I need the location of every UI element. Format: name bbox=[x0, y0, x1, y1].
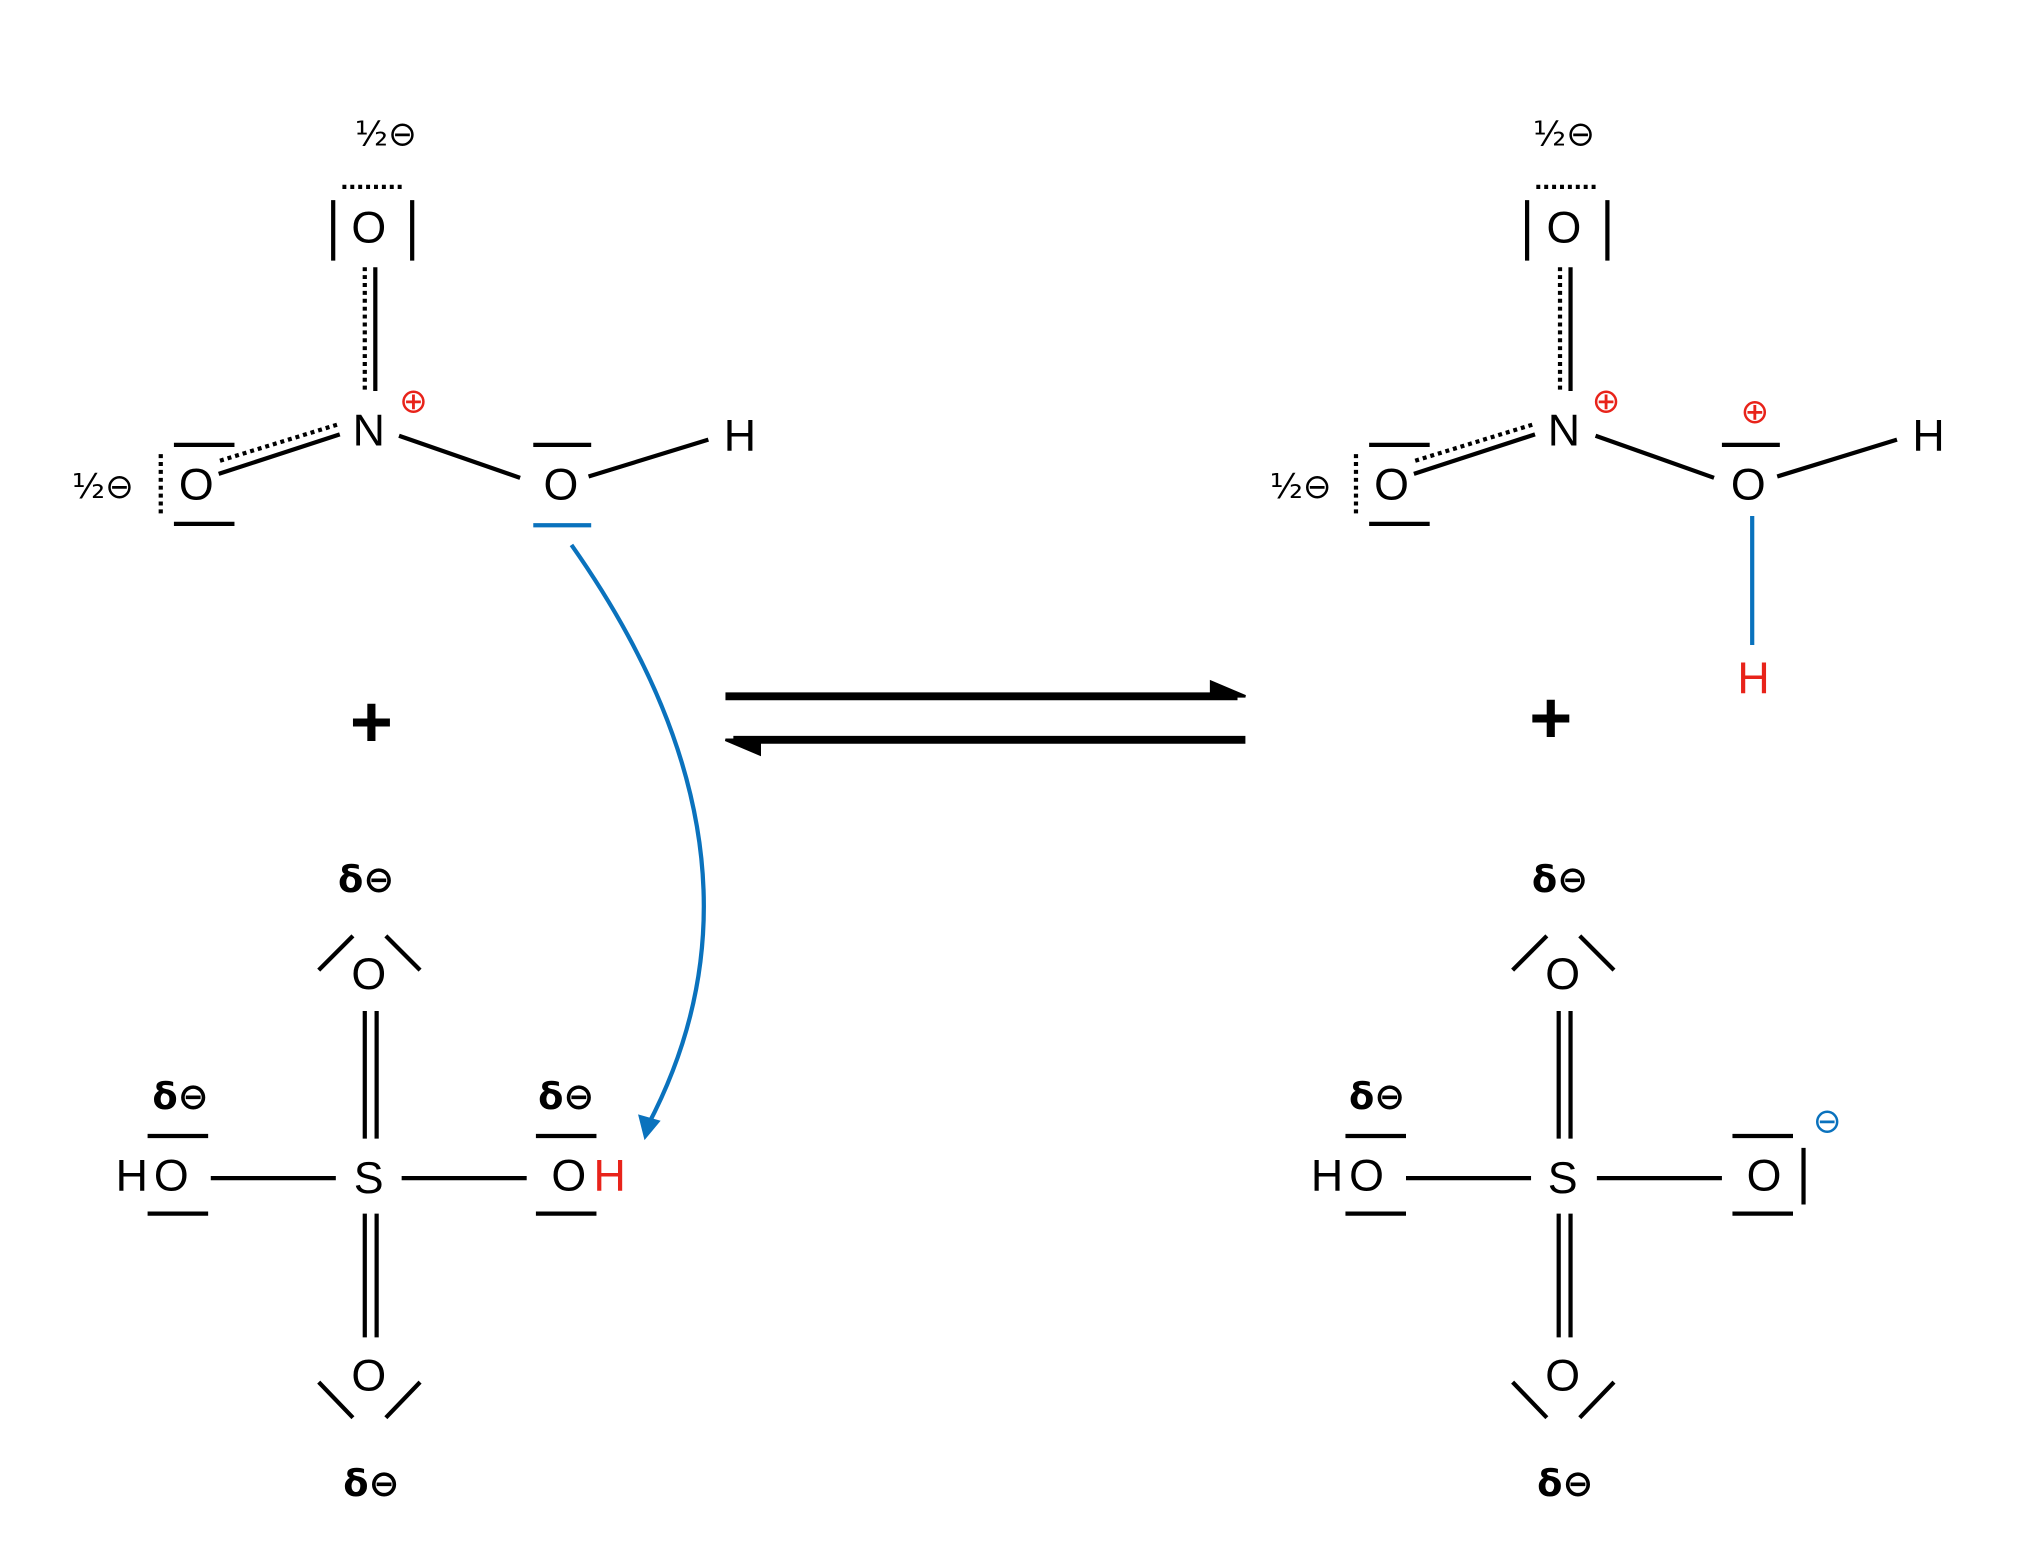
partial-negative-charge: δ⊖ bbox=[1537, 1462, 1593, 1505]
lone-pair bbox=[317, 934, 355, 972]
positive-charge: ⊕ bbox=[1592, 381, 1621, 421]
atom-s: S bbox=[354, 1153, 384, 1203]
atom-o-right: O bbox=[544, 459, 579, 509]
half-negative-charge: ½⊖ bbox=[1270, 467, 1332, 507]
positive-charge: ⊕ bbox=[399, 381, 428, 421]
lone-pair bbox=[384, 1380, 422, 1420]
lone-pair bbox=[1578, 934, 1616, 972]
lone-pair bbox=[1511, 1380, 1549, 1420]
partial-negative-charge: δ⊖ bbox=[343, 1462, 399, 1505]
new-h: H bbox=[1737, 653, 1769, 703]
atom-o-top: O bbox=[351, 203, 386, 253]
arrowhead-icon bbox=[638, 1114, 661, 1141]
lone-pair bbox=[1578, 1380, 1616, 1420]
atom-o-right: O bbox=[1731, 459, 1766, 509]
bond bbox=[398, 433, 521, 480]
half-negative-charge: ½⊖ bbox=[72, 467, 134, 507]
plus-sign: + bbox=[1529, 676, 1572, 759]
partial-negative-charge: δ⊖ bbox=[1349, 1075, 1405, 1118]
atom-o-left: O bbox=[1374, 459, 1409, 509]
hydrogen-sulfate: δ⊖ O S O δ⊖ δ⊖ H O O ⊖ bbox=[1311, 858, 1842, 1505]
atom-o-left: O bbox=[154, 1150, 189, 1200]
atom-o-left: O bbox=[1349, 1150, 1384, 1200]
atom-h: H bbox=[1912, 411, 1944, 461]
atom-n: N bbox=[353, 405, 385, 455]
bond bbox=[1413, 432, 1536, 476]
atom-h: H bbox=[724, 411, 756, 461]
atom-o-right: O bbox=[1747, 1150, 1782, 1200]
sulfuric-acid: δ⊖ O S O δ⊖ δ⊖ H O δ⊖ O H bbox=[116, 858, 626, 1505]
half-negative-charge: ½⊖ bbox=[1533, 114, 1595, 154]
atom-o-right: O bbox=[551, 1150, 586, 1200]
atom-o-top: O bbox=[1547, 203, 1582, 253]
partial-negative-charge: δ⊖ bbox=[338, 858, 394, 901]
curved-arrow-icon bbox=[569, 543, 706, 1127]
electron-push-arrow bbox=[569, 543, 706, 1141]
partial-negative-charge: δ⊖ bbox=[538, 1075, 594, 1118]
lone-pair bbox=[1511, 934, 1549, 972]
reverse-arrowhead-icon bbox=[724, 738, 761, 757]
plus-sign: + bbox=[350, 680, 393, 763]
lone-pair bbox=[384, 934, 422, 972]
bond bbox=[1594, 433, 1715, 480]
nitric-acid: ½⊖ O N ⊕ ½⊖ O O H bbox=[72, 114, 756, 528]
lone-pair bbox=[317, 1380, 355, 1420]
atom-o-left: O bbox=[179, 459, 214, 509]
atom-h-left: H bbox=[1311, 1150, 1343, 1200]
atom-h-left: H bbox=[116, 1150, 148, 1200]
half-negative-charge: ½⊖ bbox=[355, 114, 417, 154]
partial-negative-charge: δ⊖ bbox=[152, 1075, 208, 1118]
atom-s: S bbox=[1548, 1153, 1578, 1203]
bond bbox=[218, 432, 341, 476]
bond bbox=[1776, 437, 1898, 479]
forward-arrowhead-icon bbox=[1209, 679, 1246, 698]
protonated-nitric-acid: ½⊖ O N ⊕ ½⊖ O ⊕ O H H bbox=[1270, 114, 1945, 703]
atom-o-top: O bbox=[351, 949, 386, 999]
bond bbox=[587, 437, 709, 479]
partial-bond bbox=[1414, 421, 1536, 463]
acidic-h: H bbox=[593, 1150, 625, 1200]
atom-o-top: O bbox=[1545, 949, 1580, 999]
atom-o-bottom: O bbox=[1545, 1351, 1580, 1401]
equilibrium-arrow bbox=[724, 679, 1246, 757]
atom-n: N bbox=[1548, 405, 1580, 455]
negative-charge: ⊖ bbox=[1813, 1102, 1842, 1142]
partial-negative-charge: δ⊖ bbox=[1532, 858, 1588, 901]
atom-o-bottom: O bbox=[351, 1351, 386, 1401]
partial-bond bbox=[219, 421, 341, 463]
positive-charge: ⊕ bbox=[1740, 392, 1769, 432]
